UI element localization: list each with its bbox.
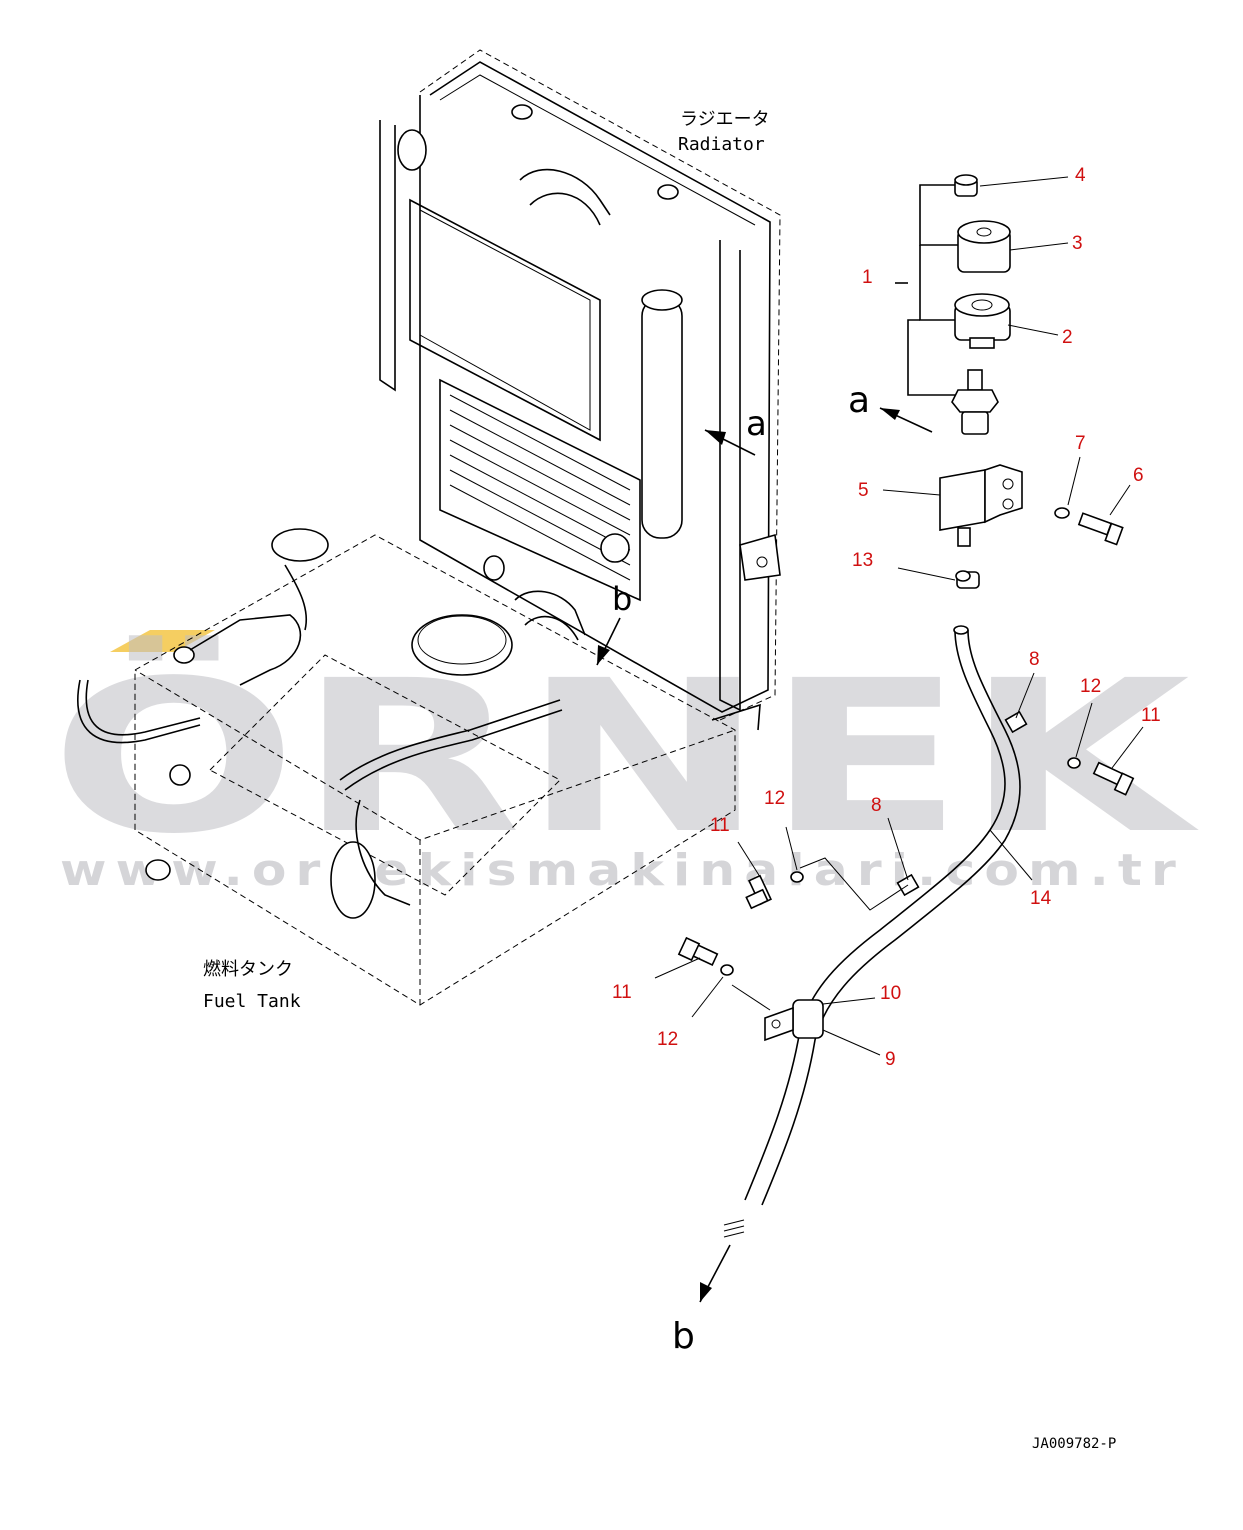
callout-11-lower: 11 — [612, 982, 632, 1003]
part-8-clamp-upper — [1004, 710, 1028, 734]
callout-11-right: 11 — [1141, 705, 1161, 726]
callout-12-right: 12 — [1080, 676, 1101, 697]
callout-10: 10 — [880, 983, 901, 1004]
radiator-label-en: Radiator — [678, 134, 765, 155]
watermark: ÖRNEK www.ornekismakinalari.com.tr — [50, 630, 1200, 896]
callout-3: 3 — [1072, 233, 1083, 254]
radiator-core-lower — [439, 378, 641, 602]
part-14-tube — [744, 629, 1006, 1201]
callout-2: 2 — [1062, 327, 1073, 348]
drawing-code: JA009782-P — [1032, 1436, 1116, 1452]
callout-1: 1 — [862, 267, 873, 288]
watermark-brand: ÖRNEK — [50, 634, 1200, 880]
view-b-label-tube: b — [672, 1316, 695, 1357]
fuel-tank-cap — [411, 614, 513, 676]
callout-13: 13 — [852, 550, 873, 571]
callout-5: 5 — [858, 480, 869, 501]
part-7-washer — [1054, 507, 1070, 519]
leader-lines — [654, 176, 1144, 1056]
callout-12-lower: 12 — [657, 1029, 678, 1050]
part-12-washer-lower — [720, 964, 734, 976]
callout-12-middle: 12 — [764, 788, 785, 809]
view-b-label-radiator: b — [612, 580, 632, 618]
callout-8-middle: 8 — [871, 795, 882, 816]
part-12-washer-right — [1067, 757, 1081, 769]
watermark-url: www.ornekismakinalari.com.tr — [60, 845, 1185, 896]
part-4-cap — [954, 174, 978, 197]
part-12-washer-middle — [790, 871, 804, 883]
radiator-assembly: ラジエータ Radiator a b — [379, 49, 781, 731]
part-1-sensor — [951, 369, 999, 435]
fuel-tank: 燃料タンク Fuel Tank — [77, 528, 736, 1012]
part-9-10-clamp — [764, 999, 824, 1042]
radiator-outline — [419, 49, 781, 721]
part-6-bolt — [1077, 512, 1124, 546]
callout-8-upper: 8 — [1029, 649, 1040, 670]
callout-7: 7 — [1075, 433, 1086, 454]
radiator-core-upper — [409, 198, 601, 442]
fuel-tank-outline — [134, 534, 736, 1006]
sensor-kit: a — [848, 174, 1011, 435]
watermark-accent-mark — [110, 630, 215, 652]
callout-11-middle: 11 — [710, 815, 730, 836]
mount-bracket-group — [939, 464, 1124, 589]
view-a-label-kit: a — [848, 380, 870, 421]
part-11-bolt-middle — [745, 874, 772, 910]
part-3-cushion — [957, 220, 1011, 273]
callout-14: 14 — [1030, 888, 1052, 909]
view-a-label-radiator: a — [746, 404, 767, 444]
part-5-bracket — [939, 464, 1023, 547]
callout-4: 4 — [1075, 165, 1086, 186]
radiator-vertical-pipe — [641, 297, 683, 539]
callout-6: 6 — [1133, 465, 1144, 486]
callout-9: 9 — [885, 1049, 896, 1070]
part-11-bolt-right — [1092, 761, 1135, 796]
radiator-label-jp: ラジエータ — [680, 109, 770, 129]
part-2-cushion — [954, 293, 1011, 349]
fuel-tank-label-jp: 燃料タンク — [203, 959, 293, 979]
part-11-bolt-lower — [677, 936, 719, 966]
callout-numbers: 1 2 3 4 5 6 7 8 8 9 10 11 11 11 12 12 12… — [612, 165, 1161, 1070]
fuel-tank-label-en: Fuel Tank — [203, 991, 301, 1012]
tube-assembly: b — [672, 625, 1135, 1357]
part-13-clip — [955, 570, 980, 589]
